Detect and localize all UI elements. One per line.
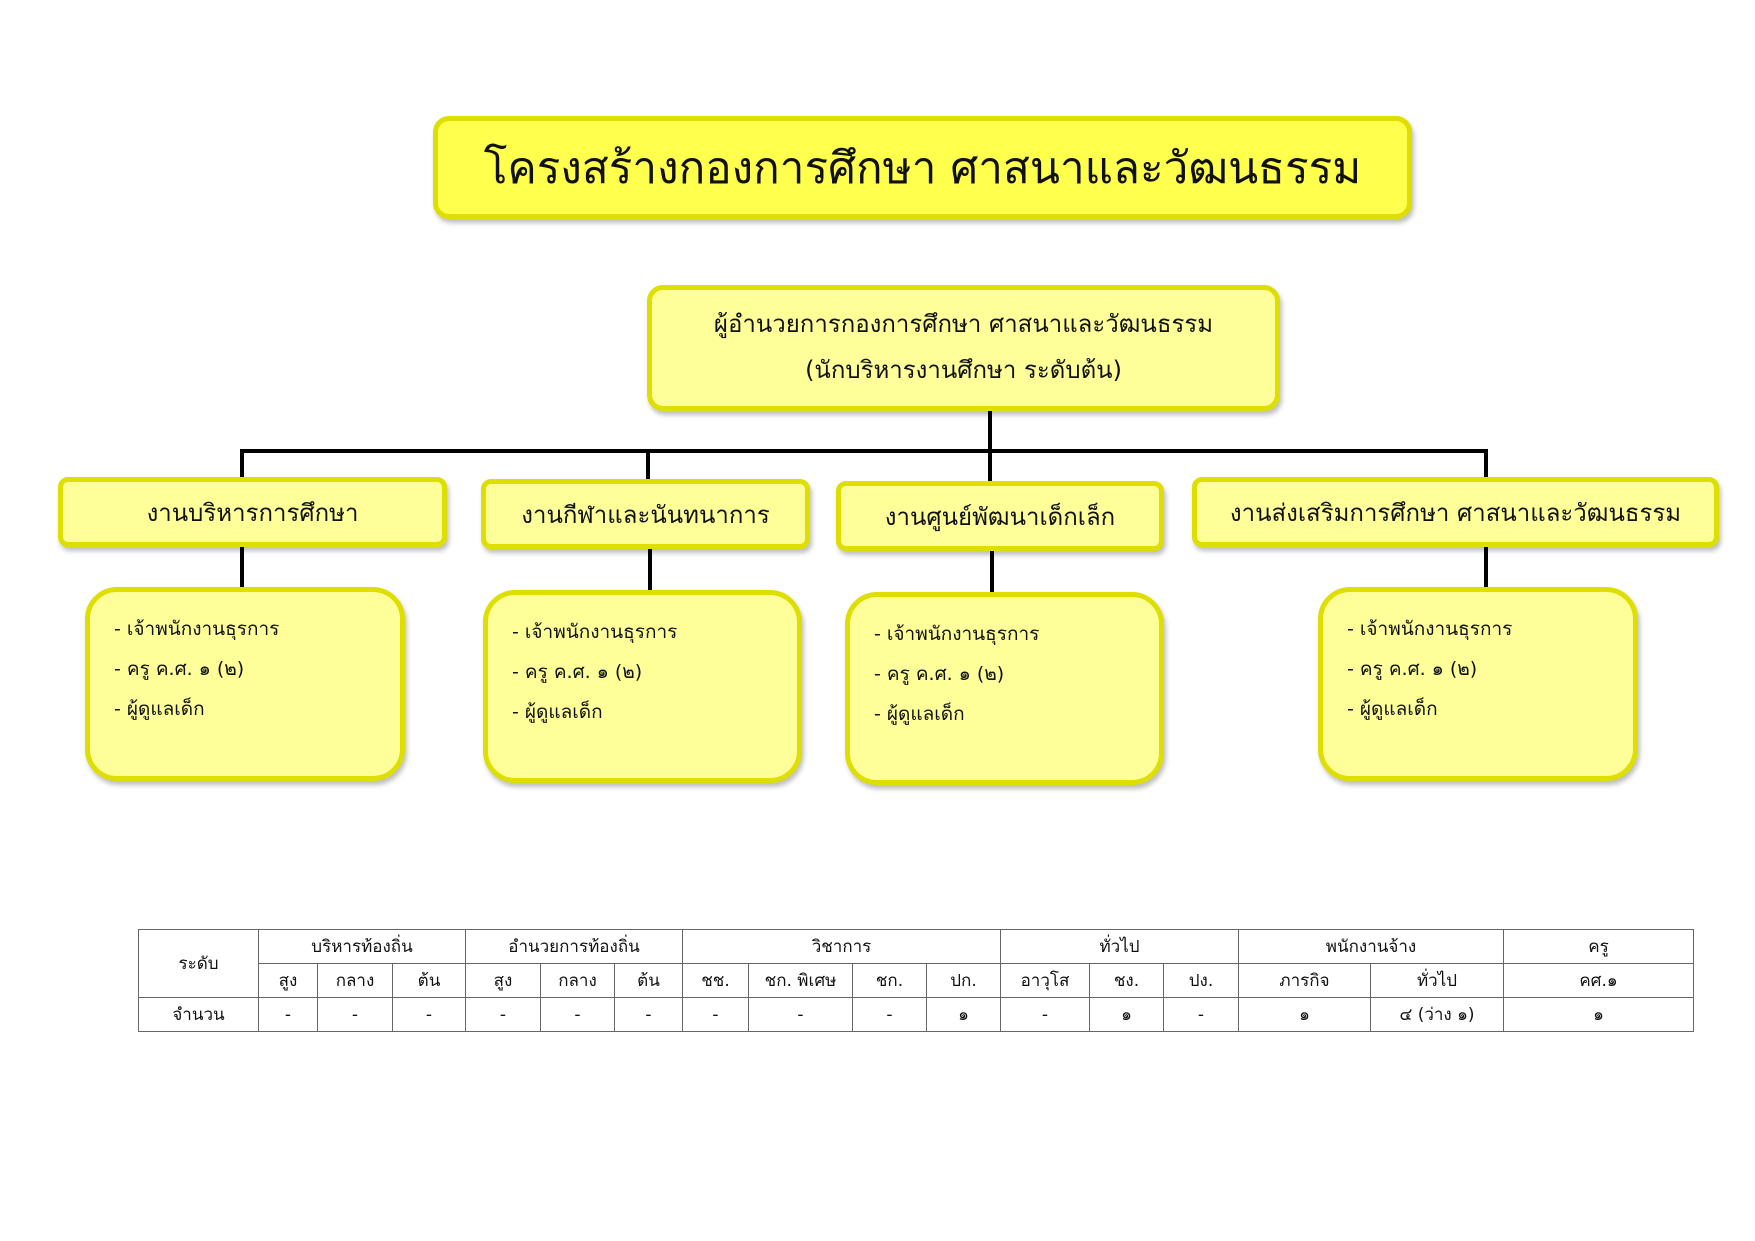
staff-box: - เจ้าพนักงานธุรการ - ครู ค.ศ. ๑ (๒) - ผู้… (483, 590, 802, 783)
connector-line (1484, 449, 1488, 479)
subheader-cell: ชง. (1089, 963, 1164, 998)
subheader-cell: สูง (258, 963, 318, 998)
count-cell: ๑ (1089, 997, 1164, 1032)
subheader-cell: ต้น (392, 963, 466, 998)
count-cell: - (317, 997, 393, 1032)
connector-line (240, 449, 1488, 453)
count-cell: - (748, 997, 853, 1032)
table-row: จำนวน---------๑-๑-๑๔ (ว่าง ๑)๑ (138, 997, 1694, 1032)
subheader-cell: คศ.๑ (1503, 963, 1694, 998)
count-cell: ๑ (1238, 997, 1371, 1032)
group-header: พนักงานจ้าง (1238, 929, 1504, 964)
staff-box: - เจ้าพนักงานธุรการ - ครู ค.ศ. ๑ (๒) - ผู้… (85, 587, 405, 781)
subheader-cell: ภารกิจ (1238, 963, 1371, 998)
subheader-cell: ปง. (1163, 963, 1239, 998)
row-label: ระดับ (138, 929, 259, 998)
subheader-cell: ชก. พิเศษ (748, 963, 853, 998)
subheader-cell: สูง (465, 963, 541, 998)
staff-item: - ผู้ดูแลเด็ก (512, 701, 603, 723)
count-cell: - (258, 997, 318, 1032)
group-header: บริหารท้องถิ่น (258, 929, 466, 964)
staff-item: - ผู้ดูแลเด็ก (1347, 698, 1438, 720)
subheader-cell: ชช. (682, 963, 749, 998)
staff-item: - ครู ค.ศ. ๑ (๒) (114, 658, 245, 680)
subheader-cell: ชก. (852, 963, 927, 998)
department-box: งานส่งเสริมการศึกษา ศาสนาและวัฒนธรรม (1192, 477, 1719, 547)
row-label: จำนวน (138, 997, 259, 1032)
connector-line (648, 547, 652, 592)
staff-item: - ผู้ดูแลเด็ก (114, 698, 205, 720)
count-cell: - (540, 997, 615, 1032)
group-header: วิชาการ (682, 929, 1001, 964)
count-cell: - (682, 997, 749, 1032)
department-box: งานกีฬาและนันทนาการ (481, 479, 810, 549)
connector-line (240, 449, 244, 479)
count-cell: - (465, 997, 541, 1032)
director-rank: (นักบริหารงานศึกษา ระดับต้น) (805, 356, 1122, 384)
subheader-cell: ปก. (926, 963, 1001, 998)
department-box: งานศูนย์พัฒนาเด็กเล็ก (836, 481, 1164, 551)
chart-title: โครงสร้างกองการศึกษา ศาสนาและวัฒนธรรม (433, 116, 1412, 219)
count-cell: ๑ (926, 997, 1001, 1032)
staff-item: - เจ้าพนักงานธุรการ (512, 621, 678, 643)
count-cell: ๔ (ว่าง ๑) (1370, 997, 1504, 1032)
count-cell: - (852, 997, 927, 1032)
count-cell: - (1000, 997, 1090, 1032)
group-header: อำนวยการท้องถิ่น (465, 929, 683, 964)
subheader-cell: กลาง (540, 963, 615, 998)
subheader-cell: กลาง (317, 963, 393, 998)
connector-line (990, 549, 994, 594)
connector-line (1484, 545, 1488, 589)
count-cell: ๑ (1503, 997, 1694, 1032)
subheader-cell: ต้น (614, 963, 683, 998)
department-name: งานกีฬาและนันทนาการ (521, 500, 770, 529)
staff-item: - เจ้าพนักงานธุรการ (1347, 618, 1513, 640)
staff-item: - ครู ค.ศ. ๑ (๒) (512, 661, 643, 683)
staff-item: - ครู ค.ศ. ๑ (๒) (1347, 658, 1478, 680)
department-name: งานศูนย์พัฒนาเด็กเล็ก (884, 502, 1116, 531)
staff-item: - เจ้าพนักงานธุรการ (114, 618, 280, 640)
staff-item: - ครู ค.ศ. ๑ (๒) (874, 663, 1005, 685)
group-header: ครู (1503, 929, 1694, 964)
staff-item: - เจ้าพนักงานธุรการ (874, 623, 1040, 645)
connector-line (646, 449, 650, 481)
count-cell: - (614, 997, 683, 1032)
connector-line (240, 545, 244, 589)
group-header: ทั่วไป (1000, 929, 1239, 964)
connector-line (988, 411, 992, 453)
subheader-cell: ทั่วไป (1370, 963, 1504, 998)
director-box: ผู้อำนวยการกองการศึกษา ศาสนาและวัฒนธรรม … (647, 285, 1280, 411)
table-subheader-row: สูงกลางต้นสูงกลางต้นชช.ชก. พิเศษชก.ปก.อา… (139, 963, 1694, 998)
connector-line (988, 449, 992, 483)
staffing-table: ระดับ บริหารท้องถิ่น อำนวยการท้องถิ่น วิ… (138, 929, 1694, 1032)
table-header-row: ระดับ บริหารท้องถิ่น อำนวยการท้องถิ่น วิ… (138, 929, 1694, 998)
staff-box: - เจ้าพนักงานธุรการ - ครู ค.ศ. ๑ (๒) - ผู้… (845, 592, 1164, 785)
department-box: งานบริหารการศึกษา (58, 477, 447, 547)
department-name: งานส่งเสริมการศึกษา ศาสนาและวัฒนธรรม (1229, 498, 1682, 527)
subheader-cell: อาวุโส (1000, 963, 1090, 998)
title-text: โครงสร้างกองการศึกษา ศาสนาและวัฒนธรรม (483, 142, 1362, 194)
count-cell: - (1163, 997, 1239, 1032)
staff-box: - เจ้าพนักงานธุรการ - ครู ค.ศ. ๑ (๒) - ผู้… (1318, 587, 1638, 781)
director-title: ผู้อำนวยการกองการศึกษา ศาสนาและวัฒนธรรม (713, 310, 1214, 339)
count-cell: - (392, 997, 466, 1032)
department-name: งานบริหารการศึกษา (146, 498, 359, 527)
staff-item: - ผู้ดูแลเด็ก (874, 703, 965, 725)
